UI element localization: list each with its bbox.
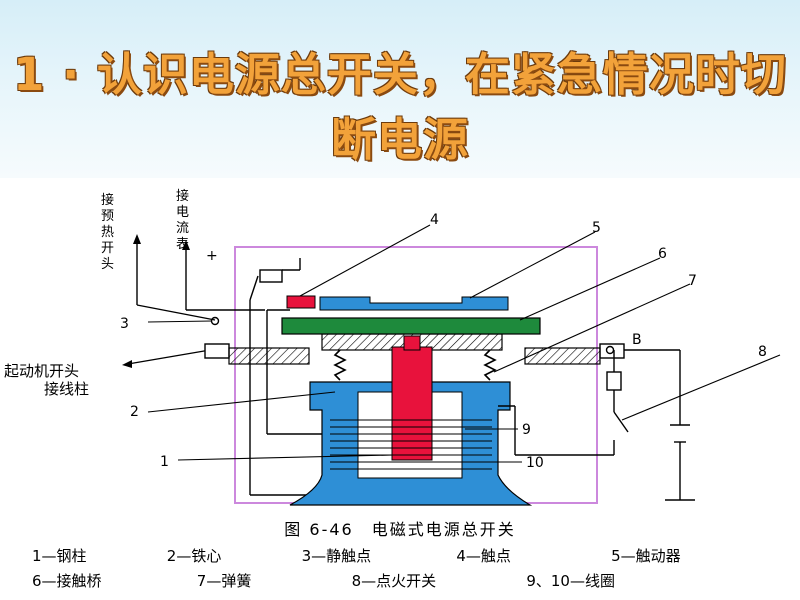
springs-7 xyxy=(333,349,497,381)
svg-text:接: 接 xyxy=(176,188,189,204)
label-7: 7 xyxy=(688,273,697,289)
left-insulator xyxy=(228,347,310,365)
starter-label: 起动机开头 xyxy=(4,362,79,380)
svg-text:热: 热 xyxy=(101,225,114,240)
svg-text:表: 表 xyxy=(176,237,189,252)
label-9: 9 xyxy=(522,422,531,438)
ignition-circuit xyxy=(498,349,695,501)
vertical-label-preheat: 接 预 热 开 头 xyxy=(101,192,114,272)
legend-item: 5—触动器 xyxy=(611,547,681,565)
terminal-arrow xyxy=(122,360,132,368)
label-1: 1 xyxy=(160,454,169,470)
contact-4 xyxy=(286,295,316,309)
label-4: 4 xyxy=(430,212,439,228)
label-2: 2 xyxy=(130,404,139,420)
legend-item: 3—静触点 xyxy=(301,547,372,565)
contact-wiring xyxy=(249,258,335,496)
actuator-5 xyxy=(319,296,509,311)
slide-header: 1 · 认识电源总开关，在紧急情况时切断电源 xyxy=(0,0,800,178)
label-b: B xyxy=(632,332,642,348)
leader-lines xyxy=(147,224,781,463)
core-collar xyxy=(403,335,421,351)
svg-text:流: 流 xyxy=(176,221,189,236)
legend-item: 9、10—线圈 xyxy=(526,572,615,590)
right-insulator xyxy=(524,347,601,365)
figure-caption: 图 6-46 电磁式电源总开关 xyxy=(284,520,516,539)
label-6: 6 xyxy=(658,246,667,262)
static-contact-dot xyxy=(210,316,220,326)
legend-item: 1—钢柱 xyxy=(32,547,87,565)
slide-title: 1 · 认识电源总开关，在紧急情况时切断电源 xyxy=(13,48,787,166)
label-8: 8 xyxy=(758,344,767,360)
lead-wires xyxy=(136,242,265,321)
svg-text:开: 开 xyxy=(101,241,114,256)
left-terminal-post xyxy=(204,343,230,359)
legend-item: 8—点火开关 xyxy=(351,572,437,590)
legend-item: 6—接触桥 xyxy=(32,572,102,590)
contact-bridge-6 xyxy=(281,317,541,335)
arrowheads xyxy=(133,234,190,250)
label-3: 3 xyxy=(120,316,129,332)
legend-row-2: 6—接触桥 7—弹簧 8—点火开关 9、10—线圈 xyxy=(32,570,792,591)
svg-text:电: 电 xyxy=(176,205,189,220)
label-10: 10 xyxy=(526,455,544,471)
plus-sign: + xyxy=(206,248,218,264)
vertical-label-ammeter: 接 电 流 表 xyxy=(176,188,189,252)
svg-text:接: 接 xyxy=(101,192,114,208)
svg-text:头: 头 xyxy=(101,257,114,272)
iron-core-2 xyxy=(391,346,433,461)
legend-item: 4—触点 xyxy=(456,547,511,565)
label-5: 5 xyxy=(592,220,601,236)
legend-row-1: 1—钢柱 2—铁心 3—静触点 4—触点 5—触动器 xyxy=(32,545,792,566)
terminal-label: 接线柱 xyxy=(44,380,89,398)
legend-item: 7—弹簧 xyxy=(196,572,252,590)
legend-item: 2—铁心 xyxy=(166,547,222,565)
svg-text:预: 预 xyxy=(101,209,114,224)
switch-diagram: 接 预 热 开 头 接 电 流 表 + 起动机开头 接线柱 B 1 2 3 4 … xyxy=(4,188,781,506)
